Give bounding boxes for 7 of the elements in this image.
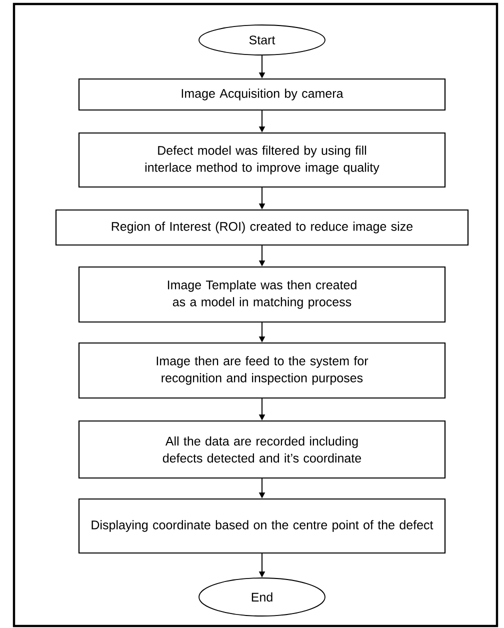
process-box: Image then are feed to the system for recognition and inspection purposes [78, 342, 446, 399]
process-box: Image Acquisition by camera [78, 78, 446, 111]
process-box: Region of Interest (ROI) created to reduce image size [55, 209, 469, 246]
process-box: Defect model was filtered by using fill interlace method to improve image quality [78, 132, 446, 188]
process-box: Image Template was then created as a model in matching process [78, 266, 446, 323]
process-box: Displaying coordinate based on the centre point of the defect [78, 498, 446, 554]
process-box: All the data are recorded including defects detected and it’s coordinate [78, 420, 446, 479]
